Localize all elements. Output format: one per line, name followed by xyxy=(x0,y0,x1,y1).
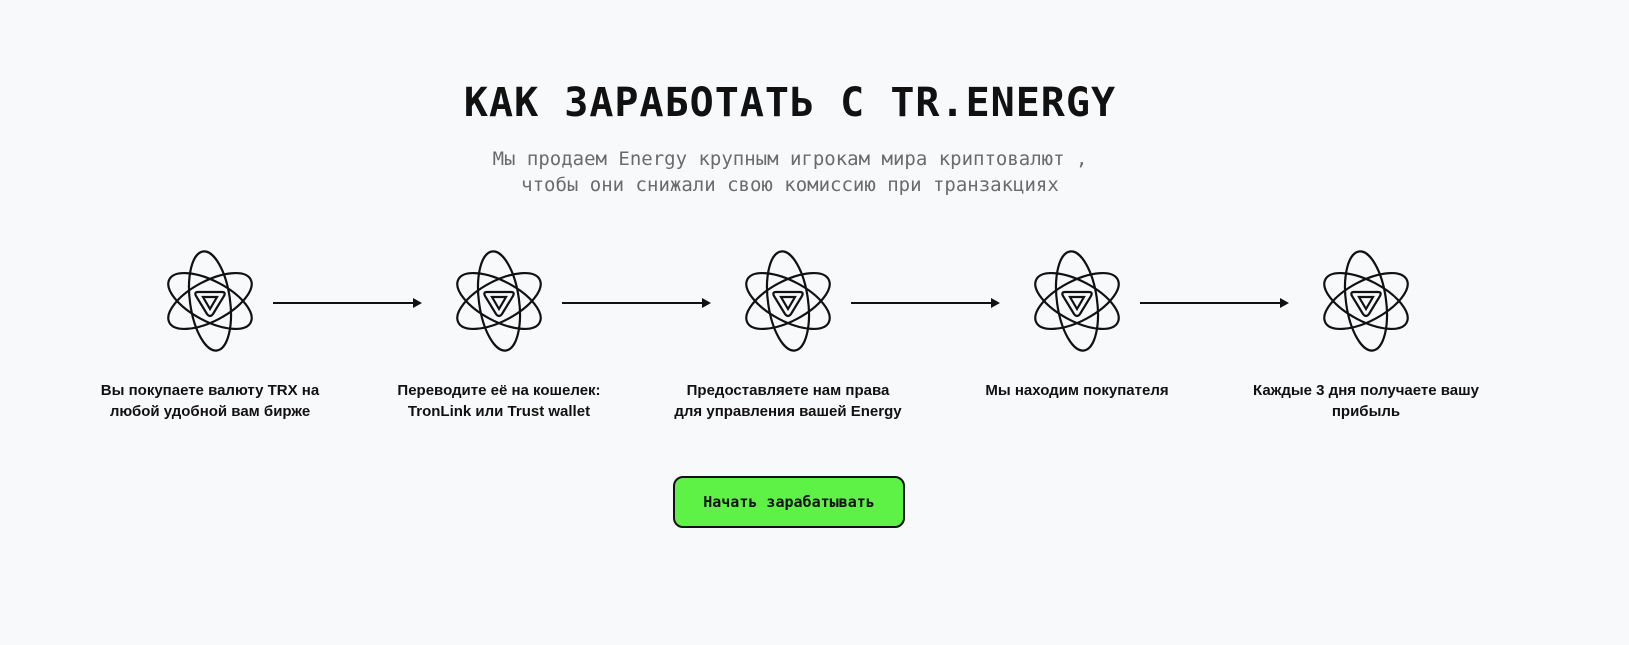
step-label: Вы покупаете валюту TRX на любой удобной … xyxy=(80,380,340,422)
arrow-right-icon xyxy=(851,294,1001,308)
tron-atom-icon xyxy=(1027,248,1127,354)
step-label-line: TronLink или Trust wallet xyxy=(407,403,591,420)
subtitle-line: Мы продаем Energy крупным игрокам мира к… xyxy=(492,148,1088,170)
arrow-right-icon xyxy=(273,294,423,308)
step-label-line: Предоставляете нам права xyxy=(686,382,890,399)
step-label: Переводите её на кошелек: TronLink или Tr… xyxy=(369,380,629,422)
step-label-line: прибыль xyxy=(1331,403,1401,420)
tron-atom-icon xyxy=(160,248,260,354)
step-label: Каждые 3 дня получаете вашу прибыль xyxy=(1236,380,1496,422)
arrow-right-icon xyxy=(562,294,712,308)
tron-atom-icon xyxy=(1316,248,1416,354)
step-label-line: для управления вашей Energy xyxy=(674,403,902,420)
step-label-line: Каждые 3 дня получаете вашу xyxy=(1253,382,1479,399)
step-label-line: Мы находим покупателя xyxy=(985,382,1169,399)
tron-atom-icon xyxy=(449,248,549,354)
start-earning-button[interactable]: Начать зарабатывать xyxy=(673,476,905,528)
tron-atom-icon xyxy=(738,248,838,354)
step-label-line: Вы покупаете валюту TRX на xyxy=(100,382,320,399)
step-label: Предоставляете нам права для управления в… xyxy=(658,380,918,422)
arrow-right-icon xyxy=(1140,294,1290,308)
step-label: Мы находим покупателя xyxy=(947,380,1207,401)
page-title: КАК ЗАРАБОТАТЬ С TR.ENERGY xyxy=(463,80,1117,126)
step-label-line: Переводите её на кошелек: xyxy=(397,382,601,399)
subtitle-line: чтобы они снижали свою комиссию при тран… xyxy=(521,174,1059,196)
page-subtitle: Мы продаем Energy крупным игрокам мира к… xyxy=(0,146,1580,198)
step-label-line: любой удобной вам бирже xyxy=(109,403,311,420)
